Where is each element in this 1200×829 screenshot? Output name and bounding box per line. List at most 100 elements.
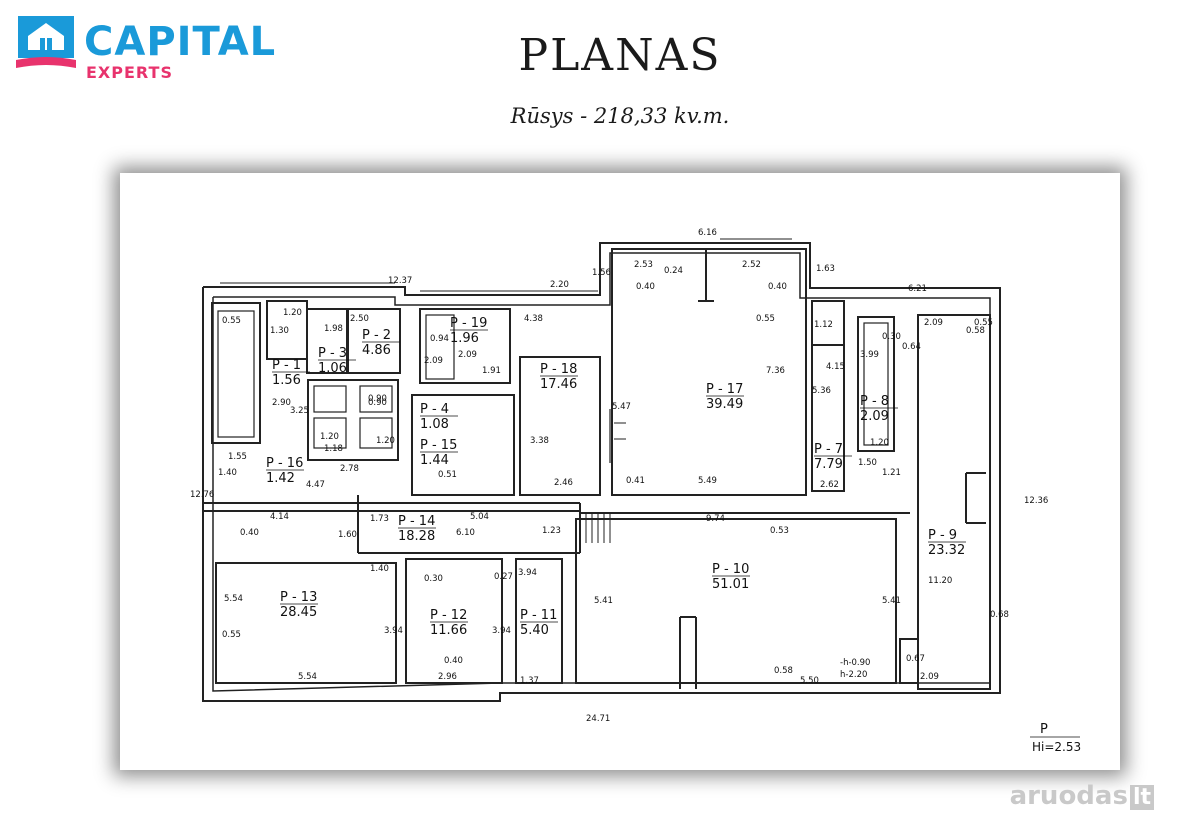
dimension-label: 3.94 — [518, 568, 537, 578]
dimension-label: 0.41 — [626, 476, 645, 486]
page-subtitle: Rūsys - 218,33 kv.m. — [510, 104, 730, 128]
wall-rect — [811, 344, 845, 492]
dimension-label: 1.40 — [218, 468, 237, 478]
dimension-label: 0.27 — [494, 572, 513, 582]
dimension-label: 2.62 — [820, 480, 839, 490]
wall-rect — [425, 314, 455, 380]
dimension-label: 7.36 — [766, 366, 785, 376]
dimension-label: 1.20 — [376, 436, 395, 446]
dimension-label: 5.54 — [224, 594, 243, 604]
room-id-label: P - 14 — [398, 514, 435, 529]
brand-sub: EXPERTS — [86, 63, 173, 82]
dimension-label: 0.90 — [368, 394, 387, 404]
wall-rect — [359, 417, 393, 449]
room-area-label: 1.44 — [420, 453, 449, 468]
room-area-label: 17.46 — [540, 377, 577, 392]
dimension-label: 11.20 — [928, 576, 952, 586]
room-id-label: P - 13 — [280, 590, 317, 605]
dimension-label: 4.47 — [306, 480, 325, 490]
dimension-label: 4.15 — [826, 362, 845, 372]
dimension-label: 5.41 — [594, 596, 613, 606]
dimension-label: 0.51 — [438, 470, 457, 480]
wall-rect — [313, 385, 347, 413]
brand-name: CAPITAL — [84, 19, 277, 65]
wall-rect — [217, 310, 255, 438]
dimension-label: 3.94 — [384, 626, 403, 636]
dimension-label: 5.47 — [612, 402, 631, 412]
room-id-label: P - 3 — [318, 346, 347, 361]
dimension-label: 6.16 — [698, 228, 717, 238]
wall-rect — [419, 308, 511, 384]
room-area-label: 2.09 — [860, 409, 889, 424]
dimension-label: 2.09 — [458, 350, 477, 360]
dimension-label: 1.23 — [542, 526, 561, 536]
dimension-label: 2.09 — [424, 356, 443, 366]
dimension-label: 12.36 — [1024, 496, 1048, 506]
dimension-label: 0.53 — [770, 526, 789, 536]
room-id-label: P - 1 — [272, 358, 301, 373]
dimension-label: 0.90 — [368, 398, 387, 408]
dimension-label: 1.30 — [270, 326, 289, 336]
wall-rect — [347, 308, 401, 374]
dimension-label: 0.40 — [240, 528, 259, 538]
dimension-label: 0.55 — [756, 314, 775, 324]
inner-wall — [212, 252, 991, 692]
dimension-label: 2.09 — [924, 318, 943, 328]
legend-letter: P — [1040, 722, 1048, 737]
room-id-label: P - 19 — [450, 316, 487, 331]
dimension-label: 2.53 — [634, 260, 653, 270]
dimension-label: 2.52 — [742, 260, 761, 270]
room-area-label: 7.79 — [814, 457, 843, 472]
dimension-label: 12.76 — [190, 490, 214, 500]
dimension-label: h-2.20 — [840, 670, 867, 680]
room-area-label: 5.40 — [520, 623, 549, 638]
wall-rect — [405, 558, 503, 684]
wall-rect — [313, 417, 347, 449]
dimension-label: 2.50 — [350, 314, 369, 324]
dimension-label: 0.94 — [430, 334, 449, 344]
dimension-label: 0.40 — [768, 282, 787, 292]
dimension-label: 6.21 — [908, 284, 927, 294]
dimension-label: 1.40 — [370, 564, 389, 574]
dimension-label: 4.14 — [270, 512, 289, 522]
dimension-label: 3.25 — [290, 406, 309, 416]
dimension-label: 0.58 — [966, 326, 985, 336]
dimension-label: 2.90 — [272, 398, 291, 408]
dimension-label: 2.09 — [920, 672, 939, 682]
dimension-label: 1.56 — [592, 268, 611, 278]
dimension-label: 9.74 — [706, 514, 725, 524]
dimension-label: 1.12 — [814, 320, 833, 330]
wall-rect — [611, 248, 807, 496]
room-area-label: 51.01 — [712, 577, 749, 592]
room-area-label: 1.08 — [420, 417, 449, 432]
room-id-label: P - 2 — [362, 328, 391, 343]
room-id-label: P - 7 — [814, 442, 843, 457]
dimension-label: 0.58 — [774, 666, 793, 676]
capital-experts-logo: CAPITAL EXPERTS — [14, 14, 284, 82]
outer-wall — [202, 242, 1001, 702]
plan-labels: P - 11.56P - 24.86P - 31.06P - 41.08P - … — [190, 228, 1081, 754]
room-id-label: P - 10 — [712, 562, 749, 577]
dimension-label: 0.64 — [902, 342, 921, 352]
floor-plan: P - 11.56P - 24.86P - 31.06P - 41.08P - … — [190, 228, 1081, 754]
room-area-label: 4.86 — [362, 343, 391, 358]
dimension-label: 0.55 — [222, 316, 241, 326]
room-area-label: 1.42 — [266, 471, 295, 486]
room-id-label: P - 8 — [860, 394, 889, 409]
wall-rect — [519, 356, 601, 496]
room-area-label: 23.32 — [928, 543, 965, 558]
dimension-label: 0.30 — [882, 332, 901, 342]
dimension-label: 2.46 — [554, 478, 573, 488]
room-id-label: P - 9 — [928, 528, 957, 543]
wall-rect — [359, 385, 393, 413]
dimension-label: 2.20 — [550, 280, 569, 290]
room-id-label: P - 18 — [540, 362, 577, 377]
dimension-label: 1.55 — [228, 452, 247, 462]
wall-rect — [857, 316, 895, 452]
dimension-label: 0.67 — [906, 654, 925, 664]
dimension-label: 3.38 — [530, 436, 549, 446]
dimension-label: 2.78 — [340, 464, 359, 474]
dimension-label: 5.36 — [812, 386, 831, 396]
wall-rect — [515, 558, 563, 684]
